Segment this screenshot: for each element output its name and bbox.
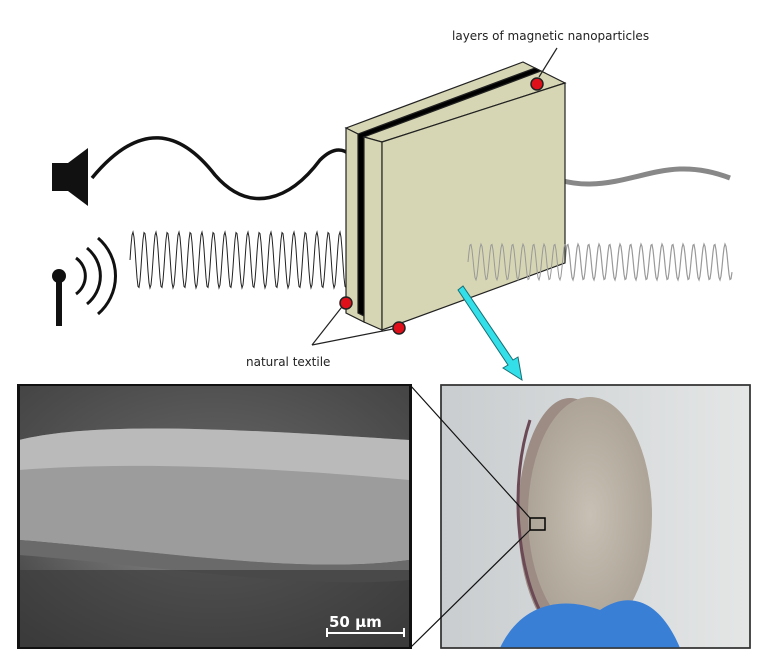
- label-nanoparticles: layers of magnetic nanoparticles: [452, 29, 649, 43]
- em-wave-transmitted: [564, 242, 733, 282]
- em-wave-incident: [129, 230, 347, 290]
- em-wave-on-slab: [467, 242, 566, 282]
- textile-photo: [440, 384, 751, 649]
- textile-slab: [344, 61, 567, 331]
- scale-bar-label: 50 µm: [329, 613, 382, 631]
- nanoparticle-marker: [530, 77, 544, 91]
- arrow-to-photo: [457, 285, 523, 382]
- label-textile: natural textile: [246, 355, 330, 369]
- sound-wave-incident: [90, 136, 352, 201]
- zoom-region-box: [529, 517, 546, 531]
- textile-marker-2: [392, 321, 406, 335]
- sem-image: 50 µm: [17, 384, 412, 649]
- speaker-icon: [52, 148, 88, 206]
- antenna-icon: [52, 236, 117, 326]
- textile-marker-1: [339, 296, 353, 310]
